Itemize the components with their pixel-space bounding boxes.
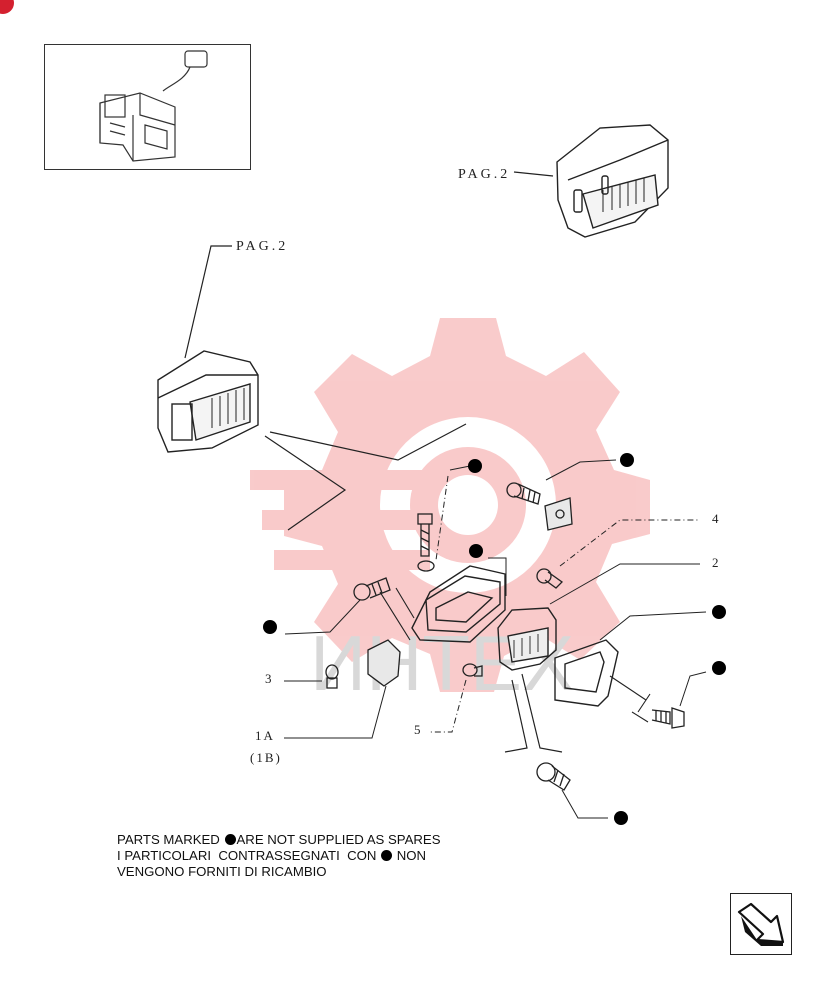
watermark-logo bbox=[250, 318, 650, 692]
label-pag-left: PAG.2 bbox=[236, 239, 288, 254]
next-page-arrow-icon bbox=[737, 902, 785, 946]
screw-small bbox=[536, 568, 564, 589]
next-page-button[interactable] bbox=[730, 893, 792, 955]
overview-thumbnail[interactable] bbox=[44, 44, 251, 170]
label-part-3: 3 bbox=[265, 671, 274, 686]
screw-bottom bbox=[536, 762, 571, 791]
not-supplied-dot bbox=[468, 459, 482, 473]
notice-line-2: I PARTICOLARI CONTRASSEGNATI CON NON bbox=[117, 848, 441, 864]
label-pag-top: PAG.2 bbox=[458, 167, 510, 182]
label-part-2: 2 bbox=[712, 555, 721, 570]
notice-line-1-start: PARTS MARKED bbox=[117, 832, 224, 847]
bolt-vertical bbox=[417, 513, 435, 572]
spares-notice: PARTS MARKED ARE NOT SUPPLIED AS SPARES … bbox=[117, 832, 441, 880]
reflector bbox=[497, 607, 557, 671]
notice-line-2-start: I PARTICOLARI CONTRASSEGNATI CON bbox=[117, 848, 381, 863]
marked-dot-icon bbox=[381, 850, 393, 861]
label-part-1b: (1B) bbox=[250, 750, 282, 765]
bulb-wedge bbox=[462, 663, 483, 677]
lens-amber bbox=[367, 639, 401, 687]
screw-clip bbox=[506, 482, 573, 531]
lamp-left bbox=[157, 350, 259, 453]
corner-badge-icon bbox=[0, 0, 14, 14]
overview-thumbnail-drawing bbox=[99, 50, 208, 162]
notice-line-3: VENGONO FORNITI DI RICAMBIO bbox=[117, 864, 327, 879]
not-supplied-dot bbox=[614, 811, 628, 825]
lamp-housing bbox=[411, 565, 506, 643]
not-supplied-dot bbox=[712, 661, 726, 675]
label-part-1a: 1A bbox=[255, 728, 275, 743]
screw-left bbox=[353, 577, 391, 601]
bulb-small bbox=[325, 664, 339, 689]
label-part-4: 4 bbox=[712, 511, 721, 526]
not-supplied-dot bbox=[620, 453, 634, 467]
notice-line-1-end: ARE NOT SUPPLIED AS SPARES bbox=[236, 832, 441, 847]
notice-line-2-end: NON bbox=[393, 848, 427, 863]
label-part-5: 5 bbox=[414, 722, 423, 737]
not-supplied-dot bbox=[263, 620, 277, 634]
gasket-frame bbox=[554, 639, 619, 707]
not-supplied-dot bbox=[469, 544, 483, 558]
not-supplied-dot bbox=[712, 605, 726, 619]
screw-lower-right bbox=[651, 707, 685, 729]
lamp-top-right bbox=[556, 124, 669, 238]
notice-line-1: PARTS MARKED ARE NOT SUPPLIED AS SPARES bbox=[117, 832, 441, 848]
marked-dot-icon bbox=[224, 834, 236, 845]
